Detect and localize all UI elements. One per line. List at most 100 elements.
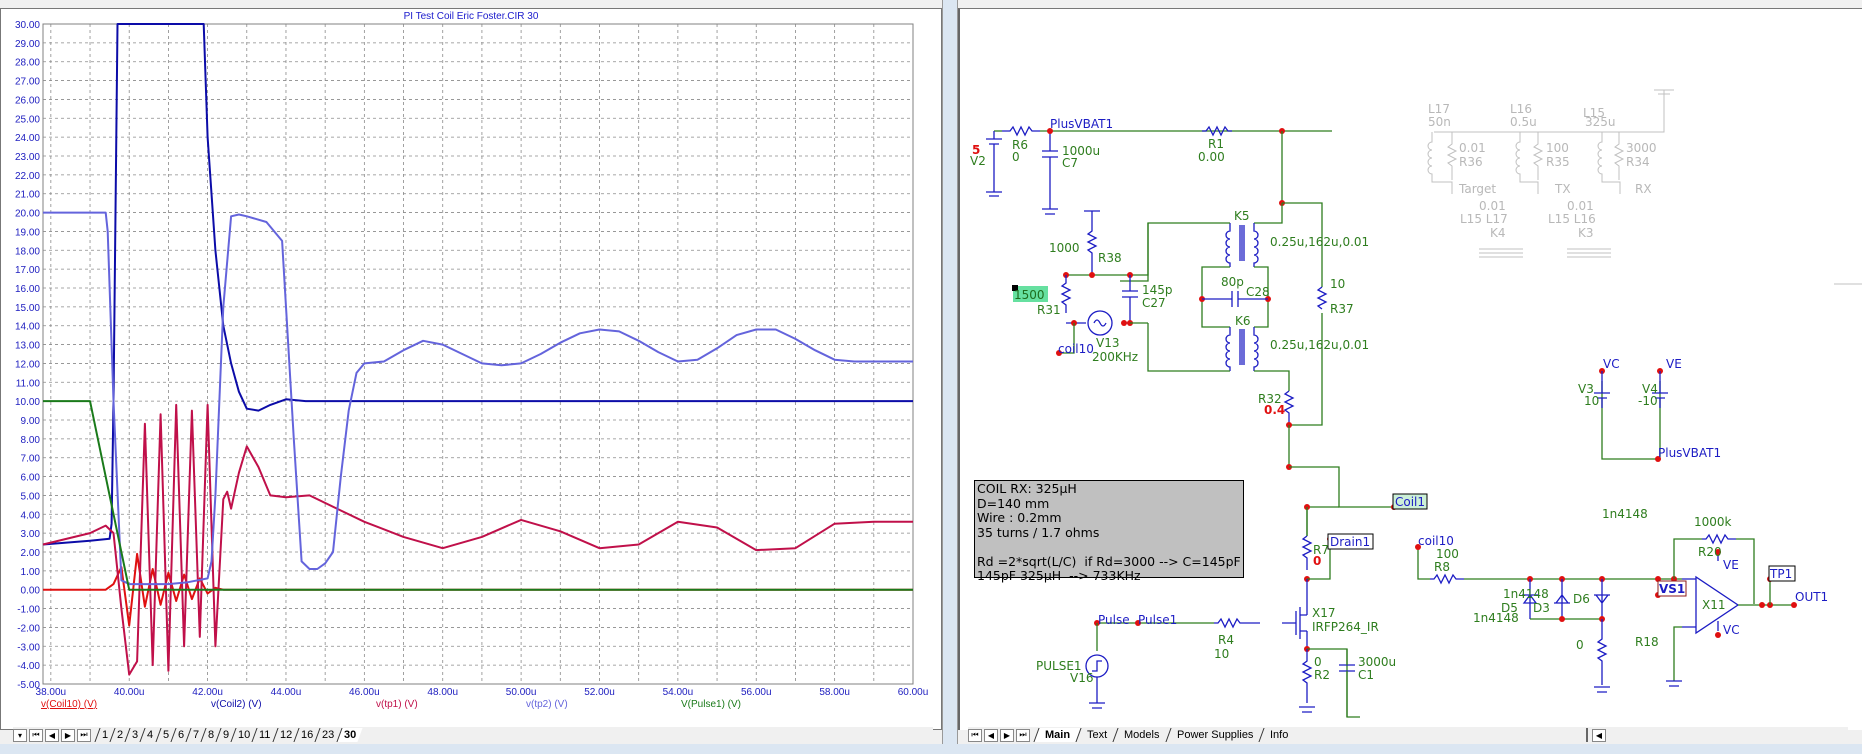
r1-label[interactable]: R1 bbox=[1208, 137, 1224, 151]
k5-label[interactable]: K5 bbox=[1234, 209, 1250, 223]
v3-label[interactable]: V3 bbox=[1578, 382, 1594, 396]
r35-label[interactable]: R35 bbox=[1546, 155, 1570, 169]
v16-label[interactable]: V16 bbox=[1070, 671, 1093, 685]
k5-value[interactable]: 0.25u,162u,0.01 bbox=[1270, 235, 1369, 249]
c7-label[interactable]: C7 bbox=[1062, 156, 1078, 170]
next-tab-button[interactable]: ▶ bbox=[61, 728, 75, 742]
k6-label[interactable]: K6 bbox=[1235, 314, 1251, 328]
c7-value[interactable]: 1000u bbox=[1062, 144, 1100, 158]
tx-net-label[interactable]: TX bbox=[1554, 182, 1571, 196]
c1-label[interactable]: C1 bbox=[1358, 668, 1374, 682]
l17-label[interactable]: L17 bbox=[1428, 102, 1450, 116]
k6-value[interactable]: 0.25u,162u,0.01 bbox=[1270, 338, 1369, 352]
r4-value[interactable]: 10 bbox=[1214, 647, 1229, 661]
vc-net-label-2[interactable]: VC bbox=[1723, 623, 1740, 637]
prev-tab-button[interactable]: ◀ bbox=[45, 728, 59, 742]
c28-value[interactable]: 80p bbox=[1221, 275, 1244, 289]
k4-label[interactable]: K4 bbox=[1490, 226, 1506, 240]
r34-label[interactable]: R34 bbox=[1626, 155, 1650, 169]
legend-entry[interactable]: v(Coil10) (V) bbox=[41, 699, 97, 709]
l15-label[interactable]: L15 bbox=[1583, 106, 1605, 120]
r7-label[interactable]: R7 bbox=[1313, 543, 1329, 557]
r4-label[interactable]: R4 bbox=[1218, 633, 1234, 647]
plusvbat1-net-label-2[interactable]: PlusVBAT1 bbox=[1658, 446, 1721, 460]
c28-label[interactable]: C28 bbox=[1246, 285, 1270, 299]
v4-value[interactable]: -10 bbox=[1638, 394, 1658, 408]
k4-value[interactable]: 0.01 bbox=[1479, 199, 1506, 213]
ve-net-label[interactable]: VE bbox=[1666, 357, 1682, 371]
pulse-net-label[interactable]: Pulse bbox=[1098, 613, 1130, 627]
target-net-label[interactable]: Target bbox=[1458, 182, 1496, 196]
r1-value[interactable]: 0.00 bbox=[1198, 150, 1225, 164]
legend-entry[interactable]: V(Pulse1) (V) bbox=[681, 699, 741, 709]
c27-value[interactable]: 145p bbox=[1142, 283, 1173, 297]
coil10-net-label-2[interactable]: coil10 bbox=[1418, 534, 1454, 548]
legend-entry[interactable]: v(tp2) (V) bbox=[526, 699, 568, 709]
last-page-button[interactable]: ⏭ bbox=[1016, 728, 1030, 742]
pane-splitter[interactable] bbox=[942, 0, 958, 754]
vs1-net-label[interactable]: VS1 bbox=[1659, 582, 1685, 596]
pulse1-source-label[interactable]: PULSE1 bbox=[1036, 659, 1082, 673]
r2-label[interactable]: R2 bbox=[1314, 668, 1330, 682]
legend-entry[interactable]: v(tp1) (V) bbox=[376, 699, 418, 709]
r2-value[interactable]: 0 bbox=[1314, 655, 1322, 669]
rx-net-label[interactable]: RX bbox=[1635, 182, 1652, 196]
x17-label[interactable]: X17 bbox=[1312, 606, 1336, 620]
drain1-net-label[interactable]: Drain1 bbox=[1330, 535, 1370, 549]
tab-menu-button[interactable]: ▾ bbox=[13, 728, 27, 742]
r38-label[interactable]: R38 bbox=[1098, 251, 1122, 265]
last-tab-button[interactable]: ⏭ bbox=[77, 728, 91, 742]
r31-value[interactable]: 1500 bbox=[1014, 288, 1045, 302]
coil10-net-label[interactable]: coil10 bbox=[1058, 342, 1094, 356]
plusvbat1-net-label[interactable]: PlusVBAT1 bbox=[1050, 117, 1113, 131]
out1-net-label[interactable]: OUT1 bbox=[1795, 590, 1828, 604]
hscroll-left-button[interactable]: ◀ bbox=[1592, 728, 1606, 742]
first-tab-button[interactable]: ⏮ bbox=[29, 728, 43, 742]
schematic-tab-main[interactable]: Main bbox=[1033, 728, 1081, 742]
k3-value[interactable]: 0.01 bbox=[1567, 199, 1594, 213]
schematic-tab-models[interactable]: Models bbox=[1112, 728, 1171, 742]
r8-value[interactable]: 100 bbox=[1436, 547, 1459, 561]
d5-model[interactable]: 1n4148 bbox=[1503, 587, 1549, 601]
r32-value[interactable]: 0.4 bbox=[1264, 403, 1285, 417]
r7-value[interactable]: 0 bbox=[1313, 554, 1321, 568]
horizontal-scrollbar[interactable] bbox=[1608, 728, 1848, 742]
v13-value[interactable]: 200KHz bbox=[1092, 350, 1138, 364]
r37-label[interactable]: R37 bbox=[1330, 302, 1354, 316]
l17-value[interactable]: 50n bbox=[1428, 115, 1451, 129]
x11-label[interactable]: X11 bbox=[1702, 598, 1726, 612]
r35-value[interactable]: 100 bbox=[1546, 141, 1569, 155]
pulse1-net-label[interactable]: Pulse1 bbox=[1138, 613, 1177, 627]
r36-value[interactable]: 0.01 bbox=[1459, 141, 1486, 155]
v2-value[interactable]: 5 bbox=[972, 143, 980, 157]
r8-label[interactable]: R8 bbox=[1434, 560, 1450, 574]
selection-handle[interactable] bbox=[1012, 285, 1018, 291]
vc-net-label[interactable]: VC bbox=[1603, 357, 1620, 371]
ve-net-label-2[interactable]: VE bbox=[1723, 558, 1739, 572]
l16-label[interactable]: L16 bbox=[1510, 102, 1532, 116]
l16-value[interactable]: 0.5u bbox=[1510, 115, 1537, 129]
k4-pair[interactable]: L15 L17 bbox=[1460, 212, 1508, 226]
c1-value[interactable]: 3000u bbox=[1358, 655, 1396, 669]
d6-label[interactable]: D6 bbox=[1573, 592, 1590, 606]
x17-value[interactable]: IRFP264_IR bbox=[1312, 620, 1379, 634]
r-zero-value[interactable]: 0 bbox=[1576, 638, 1584, 652]
r37-value[interactable]: 10 bbox=[1330, 277, 1345, 291]
r34-value[interactable]: 3000 bbox=[1626, 141, 1657, 155]
k3-label[interactable]: K3 bbox=[1578, 226, 1594, 240]
r32-label[interactable]: R32 bbox=[1258, 392, 1282, 406]
schematic-tab-info[interactable]: Info bbox=[1258, 728, 1300, 742]
d3-model[interactable]: 1n4148 bbox=[1473, 611, 1519, 625]
diode-model-label[interactable]: 1n4148 bbox=[1602, 507, 1648, 521]
l15-value[interactable]: 325u bbox=[1585, 115, 1616, 129]
c27-label[interactable]: C27 bbox=[1142, 296, 1166, 310]
prev-page-button[interactable]: ◀ bbox=[984, 728, 998, 742]
schematic-canvas[interactable]: 5 V2 R6 0 PlusVBAT1 1000u C7 R1 0.00 100… bbox=[960, 9, 1862, 721]
legend-entry[interactable]: v(Coil2) (V) bbox=[211, 699, 262, 709]
plot-tab-30[interactable]: 30 bbox=[335, 728, 363, 742]
v3-value[interactable]: 10 bbox=[1584, 394, 1599, 408]
r20-label[interactable]: R20 bbox=[1698, 545, 1722, 559]
r31-label[interactable]: R31 bbox=[1037, 303, 1061, 317]
r36-label[interactable]: R36 bbox=[1459, 155, 1483, 169]
